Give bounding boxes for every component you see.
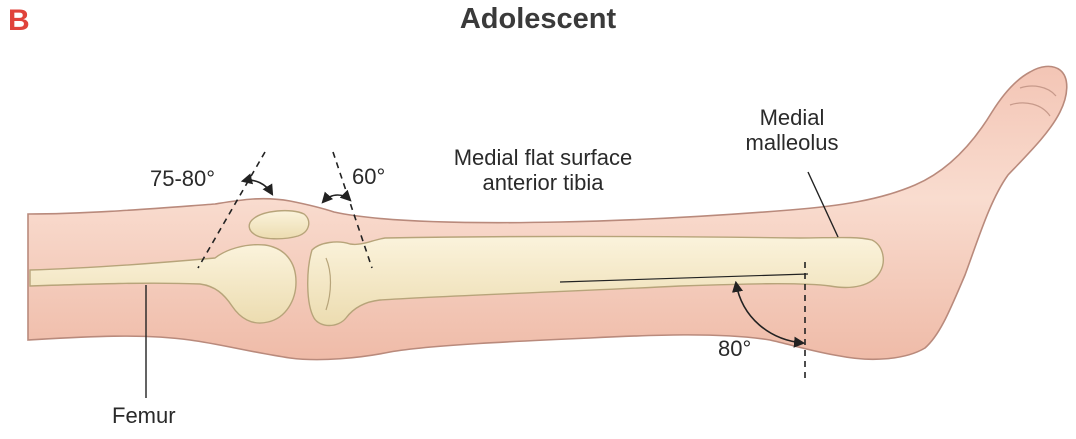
tibia-angle-label: 60° bbox=[352, 164, 385, 189]
malleolus-label-line1: Medial bbox=[730, 105, 854, 130]
malleolus-label: Medial malleolus bbox=[730, 105, 854, 156]
figure-title: Adolescent bbox=[0, 4, 1076, 36]
flat-surface-label: Medial flat surface anterior tibia bbox=[418, 145, 668, 196]
flat-surface-label-line2: anterior tibia bbox=[418, 170, 668, 195]
leg-skin-outline bbox=[28, 66, 1067, 359]
femur-label: Femur bbox=[112, 403, 176, 428]
malleolus-label-line2: malleolus bbox=[730, 130, 854, 155]
flat-surface-label-line1: Medial flat surface bbox=[418, 145, 668, 170]
tibia-angle-arc bbox=[323, 195, 350, 202]
ankle-angle-label: 80° bbox=[718, 336, 751, 361]
knee-angle-label: 75-80° bbox=[150, 166, 215, 191]
